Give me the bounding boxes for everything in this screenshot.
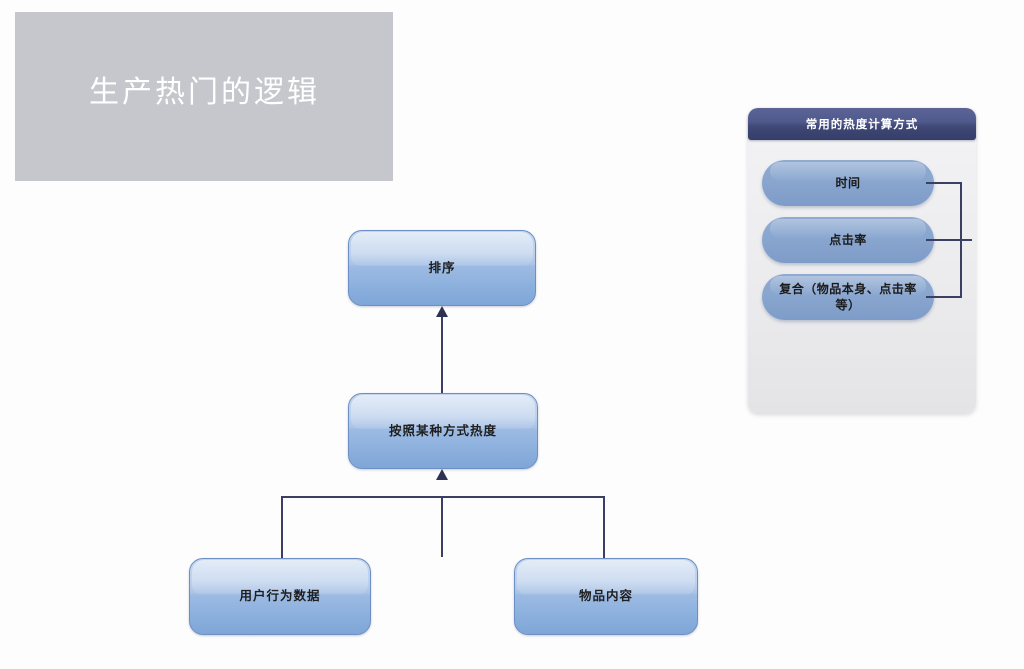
page-title: 生产热门的逻辑 xyxy=(89,75,320,110)
bracket-stub-hybrid xyxy=(926,296,962,298)
methods-panel: 常用的热度计算方式 时间 点击率 复合（物品本身、点击率等） xyxy=(748,108,976,413)
method-pill-time[interactable]: 时间 xyxy=(762,160,934,206)
arrowhead-up-icon-split-to-heat xyxy=(436,469,448,480)
flowchart-diagram: 排序 按照某种方式热度 用户行为数据 物品内容 xyxy=(189,230,698,635)
connector-branch-left xyxy=(281,496,283,558)
flow-node-user-behavior-data-label: 用户行为数据 xyxy=(239,588,321,604)
connector-split-to-heat xyxy=(441,497,443,557)
flow-node-item-content[interactable]: 物品内容 xyxy=(514,558,698,635)
title-banner: 生产热门的逻辑 xyxy=(15,12,393,181)
method-pill-hybrid-label: 复合（物品本身、点击率等） xyxy=(779,281,917,312)
connector-split-bar xyxy=(281,496,605,498)
flow-node-sort-label: 排序 xyxy=(428,259,456,275)
methods-panel-title: 常用的热度计算方式 xyxy=(805,117,919,131)
connector-branch-right xyxy=(603,496,605,558)
flow-node-heat[interactable]: 按照某种方式热度 xyxy=(348,393,538,469)
arrowhead-up-icon-heat-to-sort xyxy=(436,306,448,317)
flow-node-user-behavior-data[interactable]: 用户行为数据 xyxy=(189,558,371,635)
bracket-stub-ctr xyxy=(926,239,962,241)
flow-node-sort[interactable]: 排序 xyxy=(348,230,536,306)
method-pill-time-label: 时间 xyxy=(835,175,861,190)
method-pill-hybrid[interactable]: 复合（物品本身、点击率等） xyxy=(762,274,934,320)
method-pill-ctr-label: 点击率 xyxy=(829,232,867,247)
flow-node-heat-label: 按照某种方式热度 xyxy=(388,422,497,438)
connector-heat-to-sort xyxy=(441,315,443,393)
methods-panel-header: 常用的热度计算方式 xyxy=(748,108,976,140)
bracket-stub-time xyxy=(926,182,962,184)
bracket-outlet xyxy=(960,239,972,241)
method-pill-ctr[interactable]: 点击率 xyxy=(762,217,934,263)
flow-node-item-content-label: 物品内容 xyxy=(578,588,633,604)
